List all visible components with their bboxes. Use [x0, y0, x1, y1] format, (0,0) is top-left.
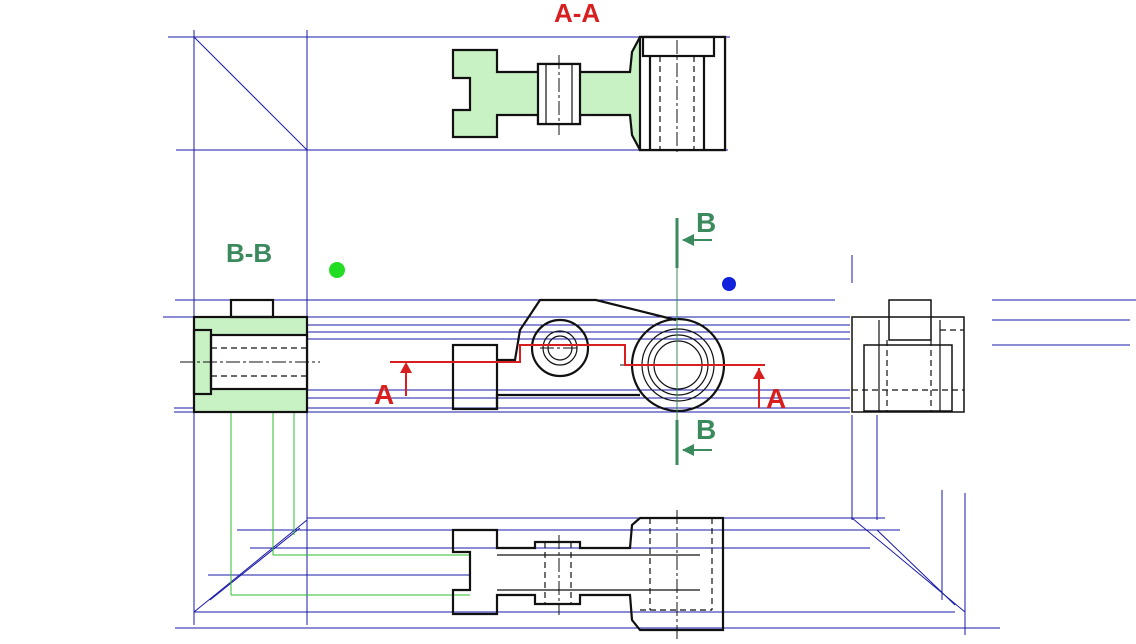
section-aa-title: A-A: [554, 0, 600, 28]
section-bb-view: [180, 298, 320, 414]
marker-dot-blue: [722, 277, 736, 291]
right-side-view: [851, 299, 965, 413]
section-bb-title: B-B: [226, 238, 272, 268]
cut-label-b-bottom: B: [696, 414, 716, 445]
cut-label-a-right: A: [766, 383, 786, 414]
green-projection-lines: [230, 412, 470, 596]
cut-label-a-left: A: [374, 379, 394, 410]
marker-dot-green: [329, 262, 345, 278]
cut-label-b-top: B: [696, 207, 716, 238]
cutting-plane-aa: [390, 344, 765, 408]
section-aa-view: [451, 35, 727, 155]
cutting-plane-bb: [675, 218, 712, 465]
bottom-view: [451, 510, 725, 640]
